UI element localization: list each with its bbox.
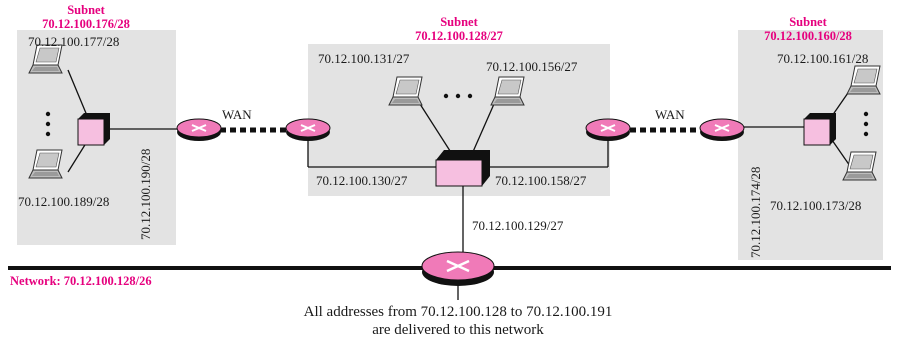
- ellipsis-dot: [863, 131, 869, 137]
- caption-line-1: All addresses from 70.12.100.128 to 70.1…: [304, 304, 613, 320]
- router-icon: [699, 118, 745, 142]
- host-right-bottom-address: 70.12.100.173/28: [770, 198, 861, 213]
- gateway-center-right-address: 70.12.100.158/27: [495, 173, 587, 188]
- host-left-bottom-address: 70.12.100.189/28: [18, 194, 109, 209]
- host-center-left-address: 70.12.100.131/27: [318, 51, 410, 66]
- gateway-right-address: 70.12.100.174/28: [748, 167, 763, 258]
- main-router-address: 70.12.100.129/27: [472, 218, 564, 233]
- subnet-left-cidr: 70.12.100.176/28: [42, 17, 130, 31]
- subnet-right-cidr: 70.12.100.160/28: [764, 29, 852, 43]
- switch-icon: [77, 112, 111, 146]
- ellipsis-dot: [45, 121, 51, 127]
- host-right-top-address: 70.12.100.161/28: [777, 51, 868, 66]
- gateway-left-address: 70.12.100.190/28: [138, 149, 153, 240]
- ellipsis-dot: [455, 93, 461, 99]
- ellipsis-dot: [443, 93, 449, 99]
- subnet-center-title: Subnet: [440, 15, 478, 29]
- center-switch-icon: [435, 150, 490, 187]
- subnet-right-title: Subnet: [789, 15, 827, 29]
- router-icon: [176, 118, 222, 142]
- ellipsis-dot: [45, 111, 51, 117]
- ellipsis-dot: [467, 93, 473, 99]
- host-left-top-address: 70.12.100.177/28: [28, 34, 119, 49]
- caption-line-2: are delivered to this network: [372, 322, 544, 338]
- wan-left-label: WAN: [222, 107, 252, 122]
- router-icon: [285, 118, 331, 142]
- gateway-center-left-address: 70.12.100.130/27: [316, 173, 408, 188]
- ellipsis-dot: [863, 111, 869, 117]
- main-router-icon: [421, 251, 495, 286]
- wan-right-label: WAN: [655, 107, 685, 122]
- network-label: Network: 70.12.100.128/26: [10, 274, 152, 288]
- host-center-right-address: 70.12.100.156/27: [486, 59, 578, 74]
- ellipsis-dot: [863, 121, 869, 127]
- ellipsis-dot: [45, 131, 51, 137]
- router-icon: [585, 118, 631, 142]
- switch-icon: [803, 112, 837, 146]
- subnet-center-cidr: 70.12.100.128/27: [415, 29, 503, 43]
- subnet-left-title: Subnet: [67, 3, 105, 17]
